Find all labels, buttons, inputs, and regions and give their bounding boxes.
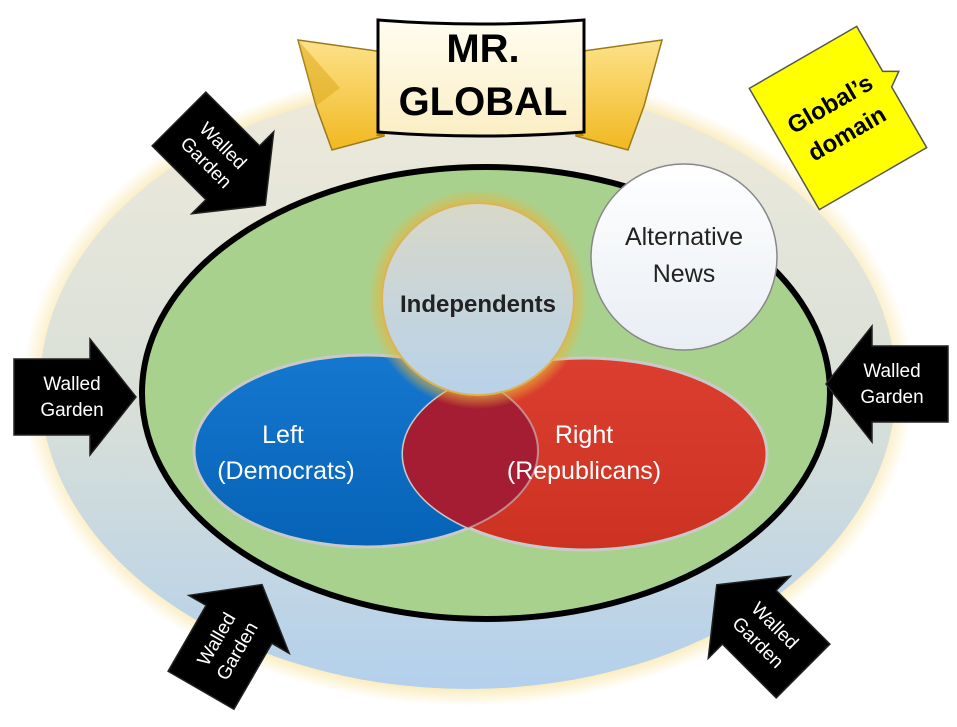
walled-garden-top-left: Walled Garden bbox=[137, 77, 308, 248]
banner-line1: MR. bbox=[446, 27, 519, 71]
alternative-news-line2: News bbox=[653, 260, 716, 288]
globals-domain-note: Global’s domain bbox=[748, 25, 928, 211]
left-label-line2: (Democrats) bbox=[217, 457, 355, 485]
walled-garden-left: Walled Garden bbox=[13, 338, 137, 456]
left-label-line1: Left bbox=[262, 421, 304, 449]
right-label-line1: Right bbox=[555, 421, 613, 449]
alternative-news-line1: Alternative bbox=[625, 223, 743, 251]
right-label-line2: (Republicans) bbox=[507, 457, 661, 485]
walled-garden-label-line2: Garden bbox=[40, 400, 103, 421]
walled-garden-label-line1: Walled bbox=[863, 361, 920, 382]
walled-garden-bottom-left: Walled Garden bbox=[150, 554, 313, 720]
alternative-news-circle bbox=[590, 163, 778, 351]
walled-garden-right: Walled Garden bbox=[825, 325, 949, 443]
independents-circle bbox=[381, 202, 575, 396]
ribbon-banner-icon bbox=[296, 18, 664, 151]
walled-garden-label-line1: Walled bbox=[43, 374, 100, 395]
banner-line2: GLOBAL bbox=[399, 80, 568, 124]
walled-garden-label-line2: Garden bbox=[860, 387, 923, 408]
independents-label: Independents bbox=[400, 291, 556, 318]
